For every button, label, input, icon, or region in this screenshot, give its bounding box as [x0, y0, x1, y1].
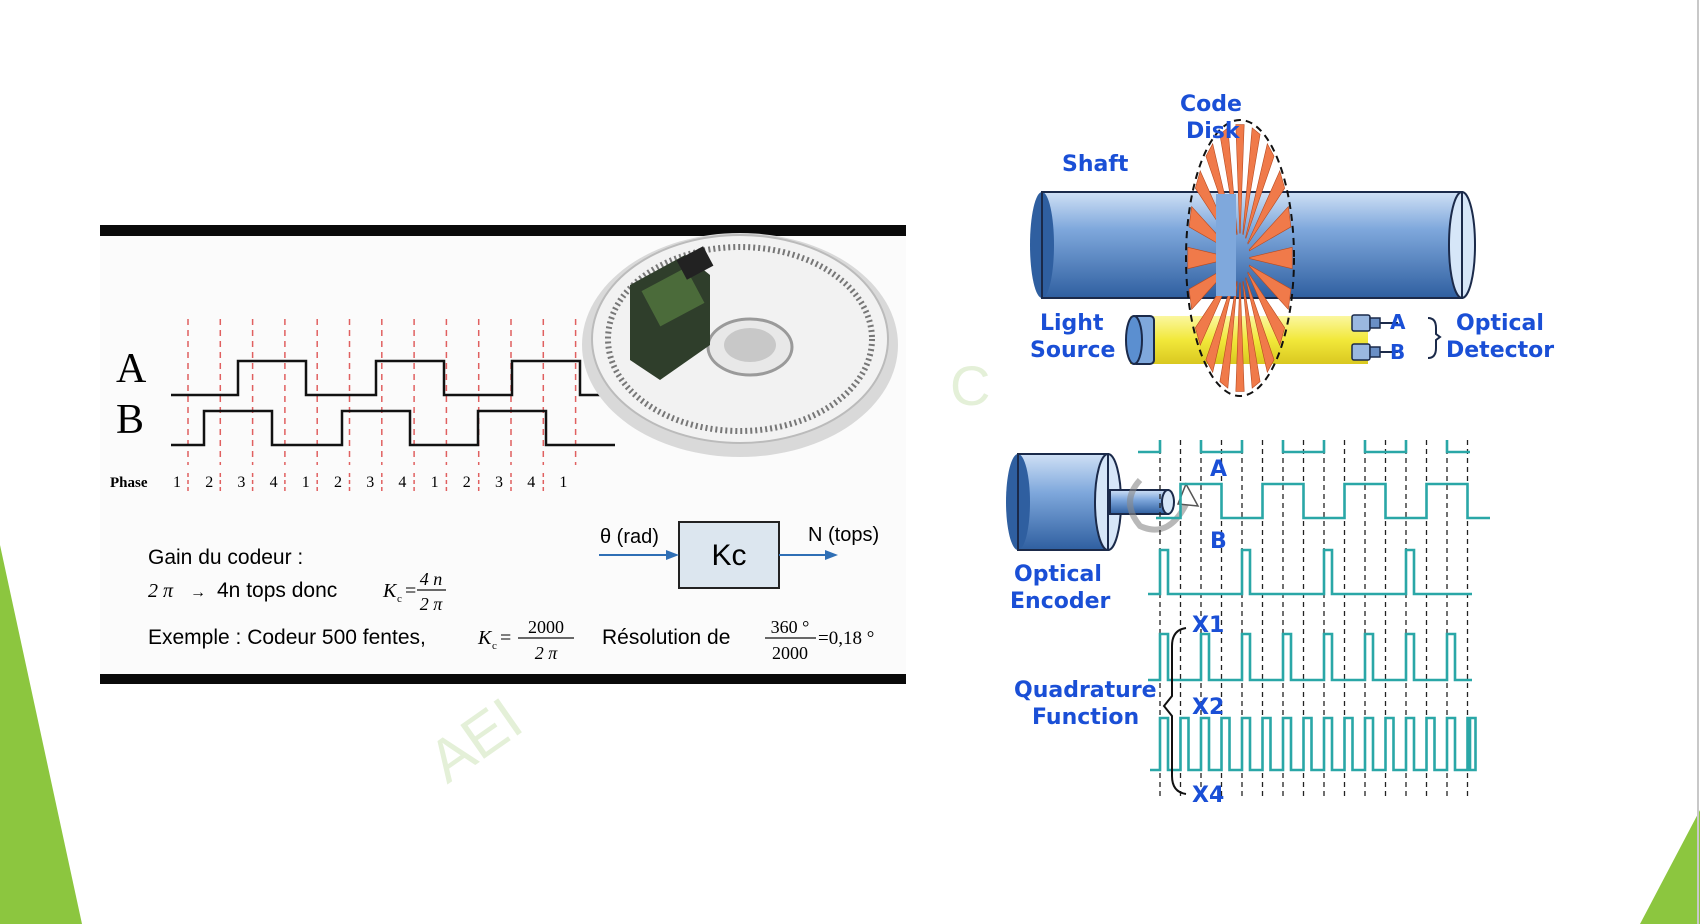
- wave-b: [1156, 482, 1490, 520]
- disk-slot: [1235, 124, 1245, 234]
- example-fraction-den: 2 π: [535, 643, 559, 663]
- light-source-label-2: Source: [1030, 338, 1115, 363]
- quadrature-waveforms: [1138, 440, 1490, 772]
- wave-x4: [1150, 716, 1477, 772]
- optical-detector-a: [1351, 314, 1398, 332]
- signal-b-waveform: [171, 409, 615, 447]
- phase-number: 1: [431, 474, 439, 491]
- example-text: Exemple : Codeur 500 fentes,: [148, 626, 426, 649]
- encoder-gain-figure: A B Phase 1 2 3 4 1 2 3 4 1 2 3 4 1 Kc θ (rad) N (to…: [100, 225, 906, 684]
- code-disk-label-1: Code: [1180, 92, 1242, 117]
- wave-a: [1138, 440, 1470, 454]
- encoder-construction-diagram: Code Disk Shaft Light Source A B Optical…: [1030, 92, 1554, 397]
- channel-b-label: B: [1210, 529, 1227, 554]
- encoder-photo: [582, 233, 898, 457]
- disk-slot: [1247, 170, 1286, 245]
- channel-x1-label: X1: [1192, 613, 1224, 638]
- quadrature-label-2: Function: [1032, 705, 1139, 730]
- right-accent-triangle: [1640, 810, 1700, 924]
- signal-a-label: A: [116, 346, 147, 392]
- phase-number: 3: [237, 474, 245, 491]
- optical-detector-label-2: Detector: [1446, 338, 1554, 363]
- gain-k-sub: c: [397, 593, 402, 605]
- phase-number: 3: [495, 474, 503, 491]
- optical-encoder-body: [1006, 453, 1200, 551]
- resolution-text: Résolution de: [602, 626, 730, 649]
- output-label: N (tops): [808, 524, 879, 546]
- disk-slot: [1242, 127, 1261, 236]
- quadrature-signals-diagram: A B X1 X2 X4 Optical Encoder Quadrature …: [1006, 440, 1490, 808]
- example-eq: =: [500, 627, 511, 649]
- disk-slot: [1248, 205, 1292, 252]
- left-accent-triangle: [0, 545, 82, 924]
- kc-block: [678, 521, 780, 589]
- signal-a-waveform: [171, 359, 615, 397]
- phase-number: 1: [173, 474, 181, 491]
- phase-number: 1: [302, 474, 310, 491]
- gain-eq: =: [405, 580, 416, 602]
- top-border: [100, 225, 906, 236]
- shaft-label: Shaft: [1062, 152, 1129, 177]
- disk-slot: [1247, 271, 1286, 346]
- phase-label: Phase: [110, 475, 148, 491]
- example-fraction-num: 2000: [528, 617, 564, 637]
- gain-title: Gain du codeur :: [148, 546, 303, 569]
- optical-encoder-label-2: Encoder: [1010, 589, 1111, 614]
- disk-slot: [1242, 280, 1261, 389]
- quadrature-label-1: Quadrature: [1014, 678, 1157, 703]
- gain-arrow: →: [190, 584, 206, 601]
- detector-a-label: A: [1390, 310, 1406, 334]
- example-k: K: [477, 627, 493, 649]
- phase-number: 2: [205, 474, 213, 491]
- disk-slot: [1249, 246, 1293, 270]
- gain-k: K: [382, 580, 398, 602]
- disk-slot: [1235, 282, 1245, 392]
- watermark-text-right: C: [950, 354, 990, 417]
- disk-slot: [1248, 264, 1292, 311]
- signal-b-label: B: [116, 397, 144, 443]
- input-label: θ (rad): [600, 526, 659, 548]
- resolution-fraction-den: 2000: [772, 643, 808, 663]
- disk-slot: [1219, 280, 1238, 389]
- phase-number: 1: [559, 474, 567, 491]
- gain-fraction-den: 2 π: [420, 594, 444, 614]
- light-source-label-1: Light: [1040, 311, 1104, 336]
- channel-a-label: A: [1210, 457, 1227, 482]
- channel-x4-label: X4: [1192, 783, 1224, 808]
- gain-text: 4n tops donc: [217, 579, 337, 602]
- phase-number: 2: [463, 474, 471, 491]
- example-k-sub: c: [492, 640, 497, 652]
- detector-b-label: B: [1390, 340, 1405, 364]
- phase-numbers: 1 2 3 4 1 2 3 4 1 2 3 4 1: [173, 473, 567, 493]
- phase-number: 3: [366, 474, 374, 491]
- detector-brace: [1427, 317, 1442, 359]
- optical-encoder-label-1: Optical: [1014, 562, 1102, 587]
- quadrature-brace: [1162, 627, 1187, 795]
- code-disk: [1185, 119, 1295, 397]
- resolution-result: =0,18 °: [818, 628, 874, 649]
- optical-detector-label-1: Optical: [1456, 311, 1544, 336]
- disk-slot: [1245, 276, 1275, 374]
- channel-x2-label: X2: [1192, 695, 1224, 720]
- kc-block-label: Kc: [711, 539, 746, 572]
- wave-x2: [1148, 632, 1472, 682]
- watermark-text: AEI: [416, 685, 534, 795]
- gain-fraction-num: 4 n: [420, 569, 443, 589]
- disk-slot: [1245, 142, 1275, 240]
- phase-number: 4: [398, 474, 406, 491]
- gain-lhs: 2 π: [148, 580, 174, 602]
- wave-x1: [1148, 548, 1472, 596]
- phase-number: 2: [334, 474, 342, 491]
- optical-detector-b: [1351, 343, 1398, 361]
- bottom-border: [100, 674, 906, 684]
- resolution-fraction-num: 360 °: [771, 617, 810, 637]
- phase-grid: [187, 319, 577, 465]
- phase-number: 4: [527, 474, 535, 491]
- phase-number: 4: [270, 474, 278, 491]
- code-disk-label-2: Disk: [1186, 119, 1241, 144]
